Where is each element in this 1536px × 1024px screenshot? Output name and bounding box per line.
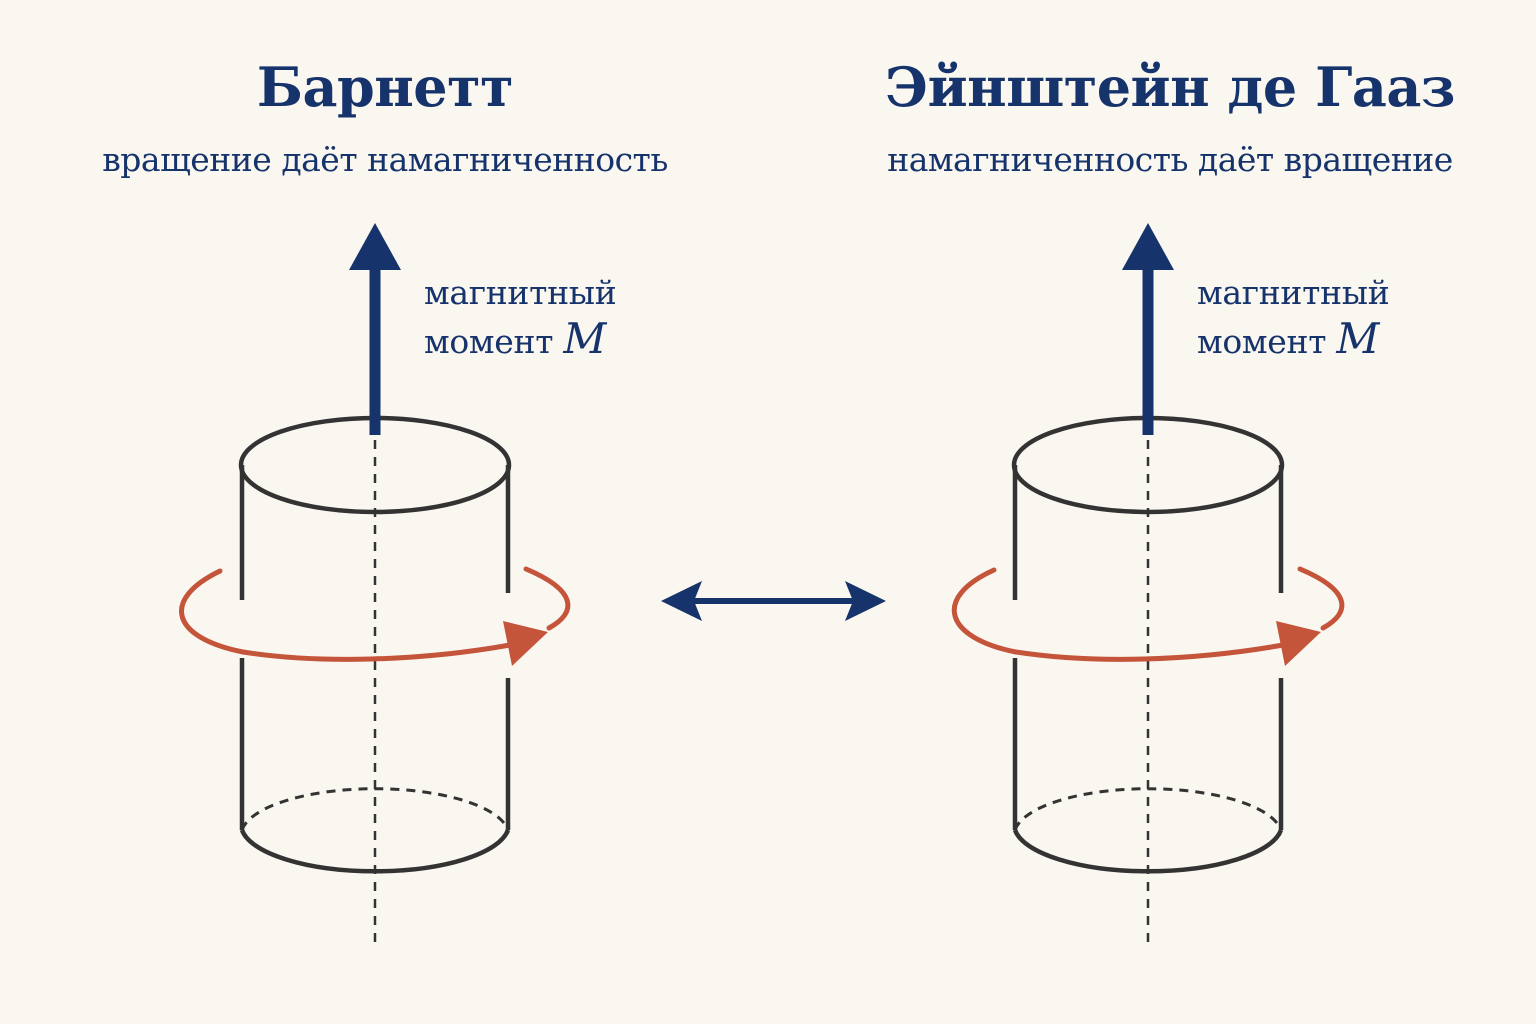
rotation-arc-back-left — [179, 568, 246, 655]
moment-symbol: M — [563, 314, 607, 363]
moment-label-line1: магнитный — [424, 273, 617, 312]
moment-label-line2: момент M — [424, 316, 616, 365]
panel-title-einstein-de-haas: Эйнштейн де Гааз — [885, 55, 1455, 119]
right-panel-figure — [951, 223, 1345, 945]
moment-symbol: M — [1336, 314, 1380, 363]
circular-arrow-icon — [240, 621, 548, 666]
up-arrow-icon — [1122, 223, 1174, 435]
left-panel-figure — [179, 223, 571, 945]
cylinder-bottom-back-left — [240, 787, 510, 831]
cylinder-bottom-back-right — [1013, 787, 1283, 831]
moment-label-line2: момент M — [1197, 316, 1389, 365]
moment-label-left: магнитный момент M — [424, 270, 617, 365]
double-headed-arrow-icon — [661, 581, 886, 621]
moment-label-right: магнитный момент M — [1197, 270, 1390, 365]
rotation-arc-back-right — [951, 567, 1019, 655]
up-arrow-icon — [349, 223, 401, 435]
moment-label-word: момент — [1197, 322, 1327, 361]
panel-title-barnett: Барнетт — [256, 55, 514, 119]
rotation-arc-back-right-right — [1297, 566, 1345, 631]
rotation-arc-back-right-left — [523, 566, 571, 631]
panel-subtitle-barnett: вращение даёт намагниченность — [102, 140, 668, 179]
moment-label-line1: магнитный — [1197, 273, 1390, 312]
moment-label-word: момент — [424, 322, 554, 361]
circular-arrow-icon — [1013, 621, 1321, 666]
panel-subtitle-einstein-de-haas: намагниченность даёт вращение — [887, 140, 1453, 179]
